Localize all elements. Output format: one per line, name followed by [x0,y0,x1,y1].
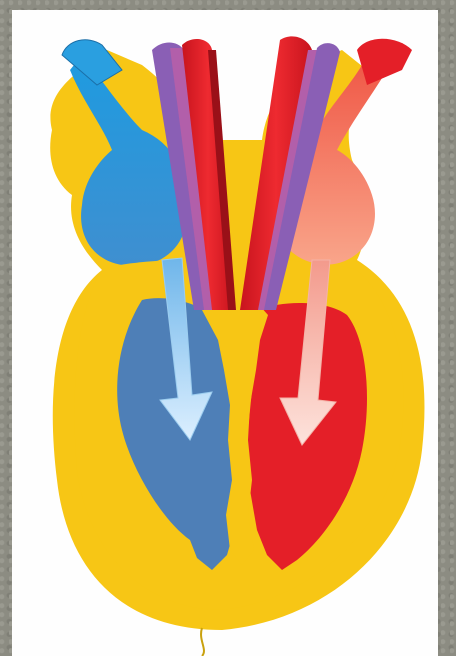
diagram-panel [12,10,438,656]
pulmonary-vein [357,39,412,85]
apex-stem [201,628,204,656]
heart-diagram [12,10,438,656]
